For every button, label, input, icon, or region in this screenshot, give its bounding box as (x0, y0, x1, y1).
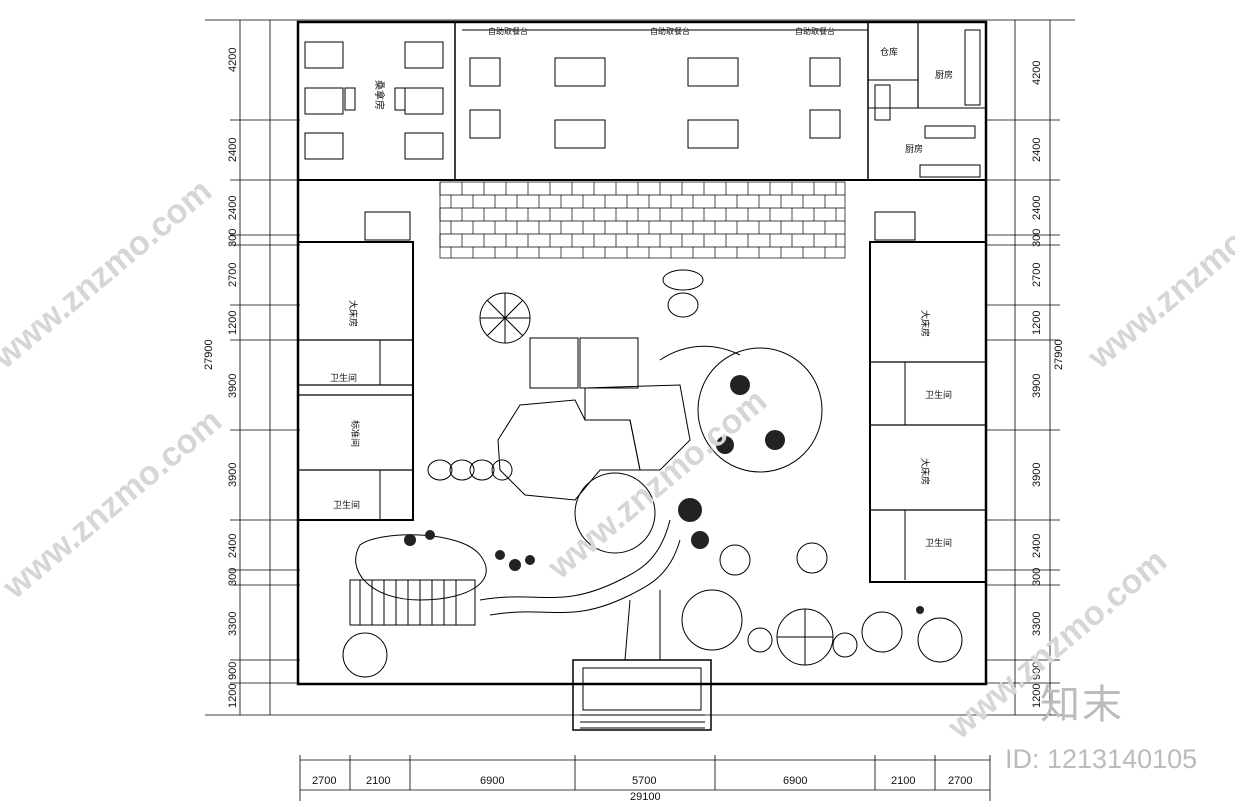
watermark-3: www.znzmo.com (540, 382, 774, 587)
dim-bottom-7: 2700 (948, 775, 972, 787)
dim-right-5: 2700 (1031, 263, 1043, 287)
label-bed-left: 大床房 (347, 300, 359, 327)
dim-right-13: 1200 (1031, 684, 1043, 708)
dim-left-total: 27900 (203, 339, 215, 370)
watermark-2: www.znzmo.com (0, 402, 229, 607)
dim-right-10: 300 (1031, 568, 1043, 586)
dim-left-13: 1200 (227, 684, 239, 708)
dim-left-3: 2400 (227, 196, 239, 220)
dim-right-8: 3900 (1031, 463, 1043, 487)
label-bath-left-2: 卫生间 (333, 499, 360, 511)
sauna-loungers (304, 41, 444, 160)
label-bed-right-1: 大床房 (919, 310, 931, 337)
dim-left-9: 2400 (227, 534, 239, 558)
dim-bottom-4: 5700 (632, 775, 656, 787)
dim-right-3: 2400 (1031, 196, 1043, 220)
dim-bottom-1: 2700 (312, 775, 336, 787)
dim-bottom-3: 6900 (480, 775, 504, 787)
dim-bottom-5: 6900 (783, 775, 807, 787)
dim-right-total: 27900 (1053, 339, 1065, 370)
bottom-dimensions: 2700 2100 6900 5700 6900 2100 2700 29100 (312, 775, 972, 801)
dim-bottom-2: 2100 (366, 775, 390, 787)
label-bed-right-2: 大床房 (919, 458, 931, 485)
dim-left-12: 900 (227, 662, 239, 680)
label-kitchen-upper: 厨房 (935, 69, 953, 81)
dim-right-2: 2400 (1031, 138, 1043, 162)
dim-left-8: 3900 (227, 463, 239, 487)
dim-right-4: 300 (1031, 229, 1043, 247)
dim-right-11: 3300 (1031, 612, 1043, 636)
dim-left-7: 3900 (227, 374, 239, 398)
image-id-text: ID: 1213140105 (1005, 744, 1198, 774)
tree-clusters (404, 375, 924, 614)
label-bath-right-2: 卫生间 (925, 537, 952, 549)
dim-left-4: 300 (227, 229, 239, 247)
garden (342, 269, 963, 678)
watermark-4: www.znzmo.com (1080, 172, 1235, 377)
dim-left-6: 1200 (227, 311, 239, 335)
kitchen-fixtures (874, 29, 981, 178)
paved-terrace (439, 181, 846, 259)
label-sauna: 桑拿房 (373, 80, 386, 110)
brand-logo-text: 知末 (1040, 682, 1124, 728)
room-labels: 自助取餐台 自助取餐台 自助取餐台 仓库 厨房 厨房 卫生间 卫生间 卫生间 卫… (330, 26, 953, 549)
dim-left-11: 3300 (227, 612, 239, 636)
label-bath-left-1: 卫生间 (330, 372, 357, 384)
dim-right-6: 1200 (1031, 311, 1043, 335)
label-buffet-2: 自助取餐台 (650, 26, 690, 36)
dim-left-2: 2400 (227, 138, 239, 162)
watermark-1: www.znzmo.com (0, 172, 219, 377)
dining-tables (462, 29, 868, 149)
dim-right-7: 3900 (1031, 374, 1043, 398)
label-storage: 仓库 (880, 46, 898, 58)
label-kitchen-lower: 厨房 (905, 143, 923, 155)
label-buffet-3: 自助取餐台 (795, 26, 835, 36)
dim-right-12: 900 (1031, 662, 1043, 680)
dim-left-1: 4200 (227, 48, 239, 72)
label-bath-right-1: 卫生间 (925, 389, 952, 401)
dim-right-9: 2400 (1031, 534, 1043, 558)
dim-right-1: 4200 (1031, 61, 1043, 85)
label-std-left: 标准间 (349, 420, 361, 447)
building-walls (296, 20, 988, 731)
left-dimensions: 4200 2400 2400 300 2700 1200 3900 3900 2… (203, 48, 239, 708)
right-dimensions: 4200 2400 2400 300 2700 1200 3900 3900 2… (1031, 61, 1065, 708)
label-buffet-1: 自助取餐台 (488, 26, 528, 36)
dim-left-5: 2700 (227, 263, 239, 287)
dim-left-10: 300 (227, 568, 239, 586)
dim-bottom-total: 29100 (630, 791, 661, 801)
dim-bottom-6: 2100 (891, 775, 915, 787)
